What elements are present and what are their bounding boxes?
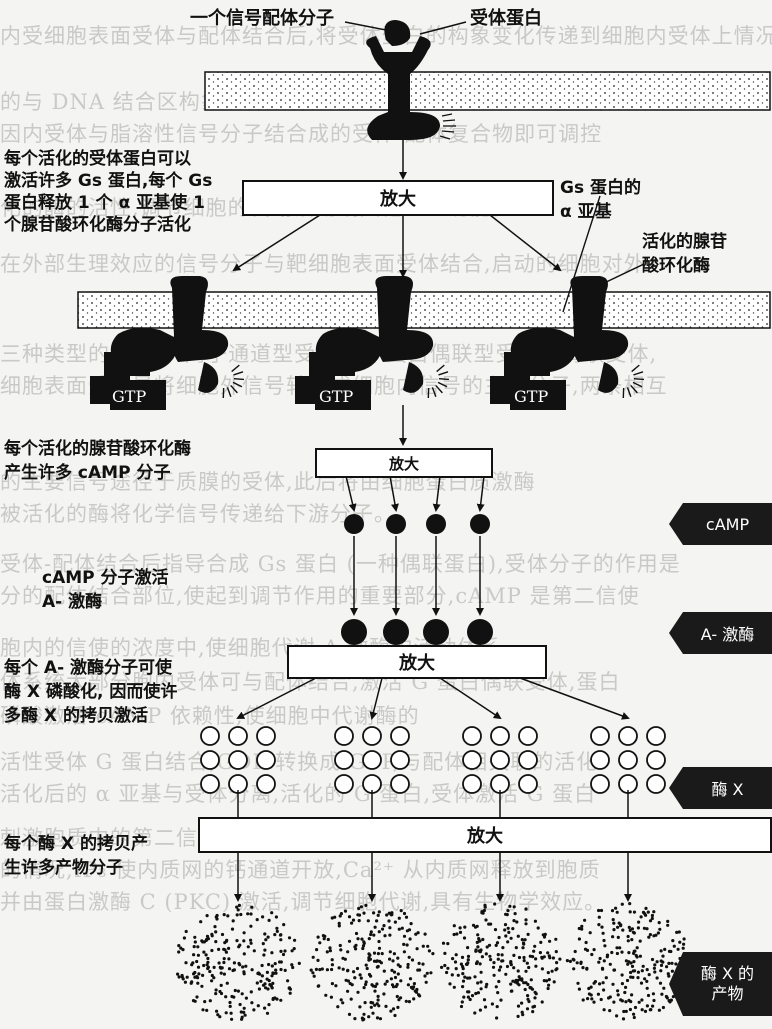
amplify-box-kinase: 放大 xyxy=(287,645,547,679)
enzyme-grid-4 xyxy=(590,726,666,794)
activity-rays-3 xyxy=(622,364,645,399)
gtp-label-3: GTP xyxy=(514,387,549,406)
complex-3 xyxy=(490,276,645,410)
arrow-to-camp-3 xyxy=(432,475,441,512)
camp-molecule-4 xyxy=(470,514,490,534)
enzyme-grid-1 xyxy=(200,726,276,794)
kinase-molecule-1 xyxy=(341,619,367,645)
arrows-to-cyclases xyxy=(232,214,562,278)
arrow-to-camp-4 xyxy=(476,475,485,512)
complex-1 xyxy=(90,276,245,410)
cyclase-tail-2 xyxy=(403,362,424,393)
tag-enzyme-x-products: 酶 X 的 产物 xyxy=(669,952,772,1016)
amplify-label-4: 放大 xyxy=(467,826,503,847)
receptor-1 xyxy=(170,276,229,362)
receptor-2 xyxy=(375,276,434,362)
kinase-step-label: 每个 A- 激酶分子可使 酶 X 磷酸化, 因而使许 多酶 X 的拷贝激活 xyxy=(4,658,178,726)
product-cloud-1 xyxy=(176,903,301,1021)
camp-molecules xyxy=(344,514,490,534)
gs-alpha-label: Gs 蛋白的 α 亚基 xyxy=(560,178,641,222)
cyclase-pointer xyxy=(599,263,645,286)
amplify-box-receptor: 放大 xyxy=(242,180,554,216)
gtp-label-2: GTP xyxy=(319,387,354,406)
cyclase-body-3 xyxy=(490,352,550,404)
cyclase-body-2 xyxy=(295,352,355,404)
kinase-molecule-4 xyxy=(467,619,493,645)
camp-molecule-2 xyxy=(386,514,406,534)
tag-kinase-a: A- 激酶 xyxy=(669,612,772,654)
arrow-to-enzyme-4 xyxy=(519,677,630,720)
gtp-block-2 xyxy=(315,380,371,410)
gs-alpha-pointer xyxy=(562,195,601,313)
plasma-membrane-top xyxy=(204,71,771,111)
amplify-label-1: 放大 xyxy=(380,189,416,210)
activated-cyclase-label: 活化的腺苷 酸环化酶 xyxy=(642,232,727,276)
arrow-to-enzyme-1 xyxy=(236,677,317,719)
amplify-label-3: 放大 xyxy=(399,653,435,674)
cyclase-complexes xyxy=(90,276,645,410)
kinase-molecule-2 xyxy=(383,619,409,645)
kinase-a-molecules xyxy=(341,619,493,645)
receptor-protein xyxy=(366,21,467,140)
enzyme-grid-2 xyxy=(334,726,410,794)
cascade-arrows xyxy=(234,475,632,902)
enzyme-x-copies xyxy=(200,726,666,794)
tag-enzyme-x: 酶 X xyxy=(669,767,772,809)
cyclase-tail-3 xyxy=(598,362,619,393)
signal-ligand-label: 一个信号配体分子 xyxy=(190,8,334,29)
enzyme-step-label: 每个酶 X 的拷贝产 生许多产物分子 xyxy=(4,834,148,878)
amplify-box-enzyme: 放大 xyxy=(198,817,772,853)
gtp-block-3 xyxy=(510,380,566,410)
camp-step-label: cAMP 分子激活 A- 激酶 xyxy=(42,568,169,612)
product-cloud-2 xyxy=(309,903,435,1022)
gtp-label-1: GTP xyxy=(112,387,147,406)
arrow-to-camp-2 xyxy=(389,475,399,512)
tag-camp: cAMP xyxy=(669,503,772,545)
camp-molecule-3 xyxy=(426,514,446,534)
signal-ligand xyxy=(344,20,411,46)
activity-rays-2 xyxy=(427,364,450,399)
cyclase-body-1 xyxy=(90,352,150,404)
amplify-box-cyclase: 放大 xyxy=(315,448,493,478)
product-molecules xyxy=(176,902,687,1022)
complex-2 xyxy=(295,276,450,410)
enzyme-grid-3 xyxy=(462,726,538,794)
arrow-to-enzyme-2 xyxy=(369,677,383,720)
product-cloud-4 xyxy=(565,902,687,1021)
arrow-to-camp-1 xyxy=(345,475,357,512)
gtp-block-1 xyxy=(110,380,166,410)
activity-rays-1 xyxy=(222,364,245,399)
arrow-to-enzyme-3 xyxy=(439,677,502,720)
receptor-protein-label: 受体蛋白 xyxy=(470,8,542,29)
receptor-3 xyxy=(570,276,629,362)
receptor-step-label: 每个活化的受体蛋白可以 激活许多 Gs 蛋白,每个 Gs 蛋白释放 1 个 α … xyxy=(4,149,213,235)
amplify-label-2: 放大 xyxy=(388,454,419,473)
cyclase-step-label: 每个活化的腺苷酸环化酶 产生许多 cAMP 分子 xyxy=(4,439,191,483)
kinase-molecule-3 xyxy=(423,619,449,645)
camp-molecule-1 xyxy=(344,514,364,534)
product-cloud-3 xyxy=(440,902,562,1020)
cyclase-tail-1 xyxy=(198,362,219,393)
